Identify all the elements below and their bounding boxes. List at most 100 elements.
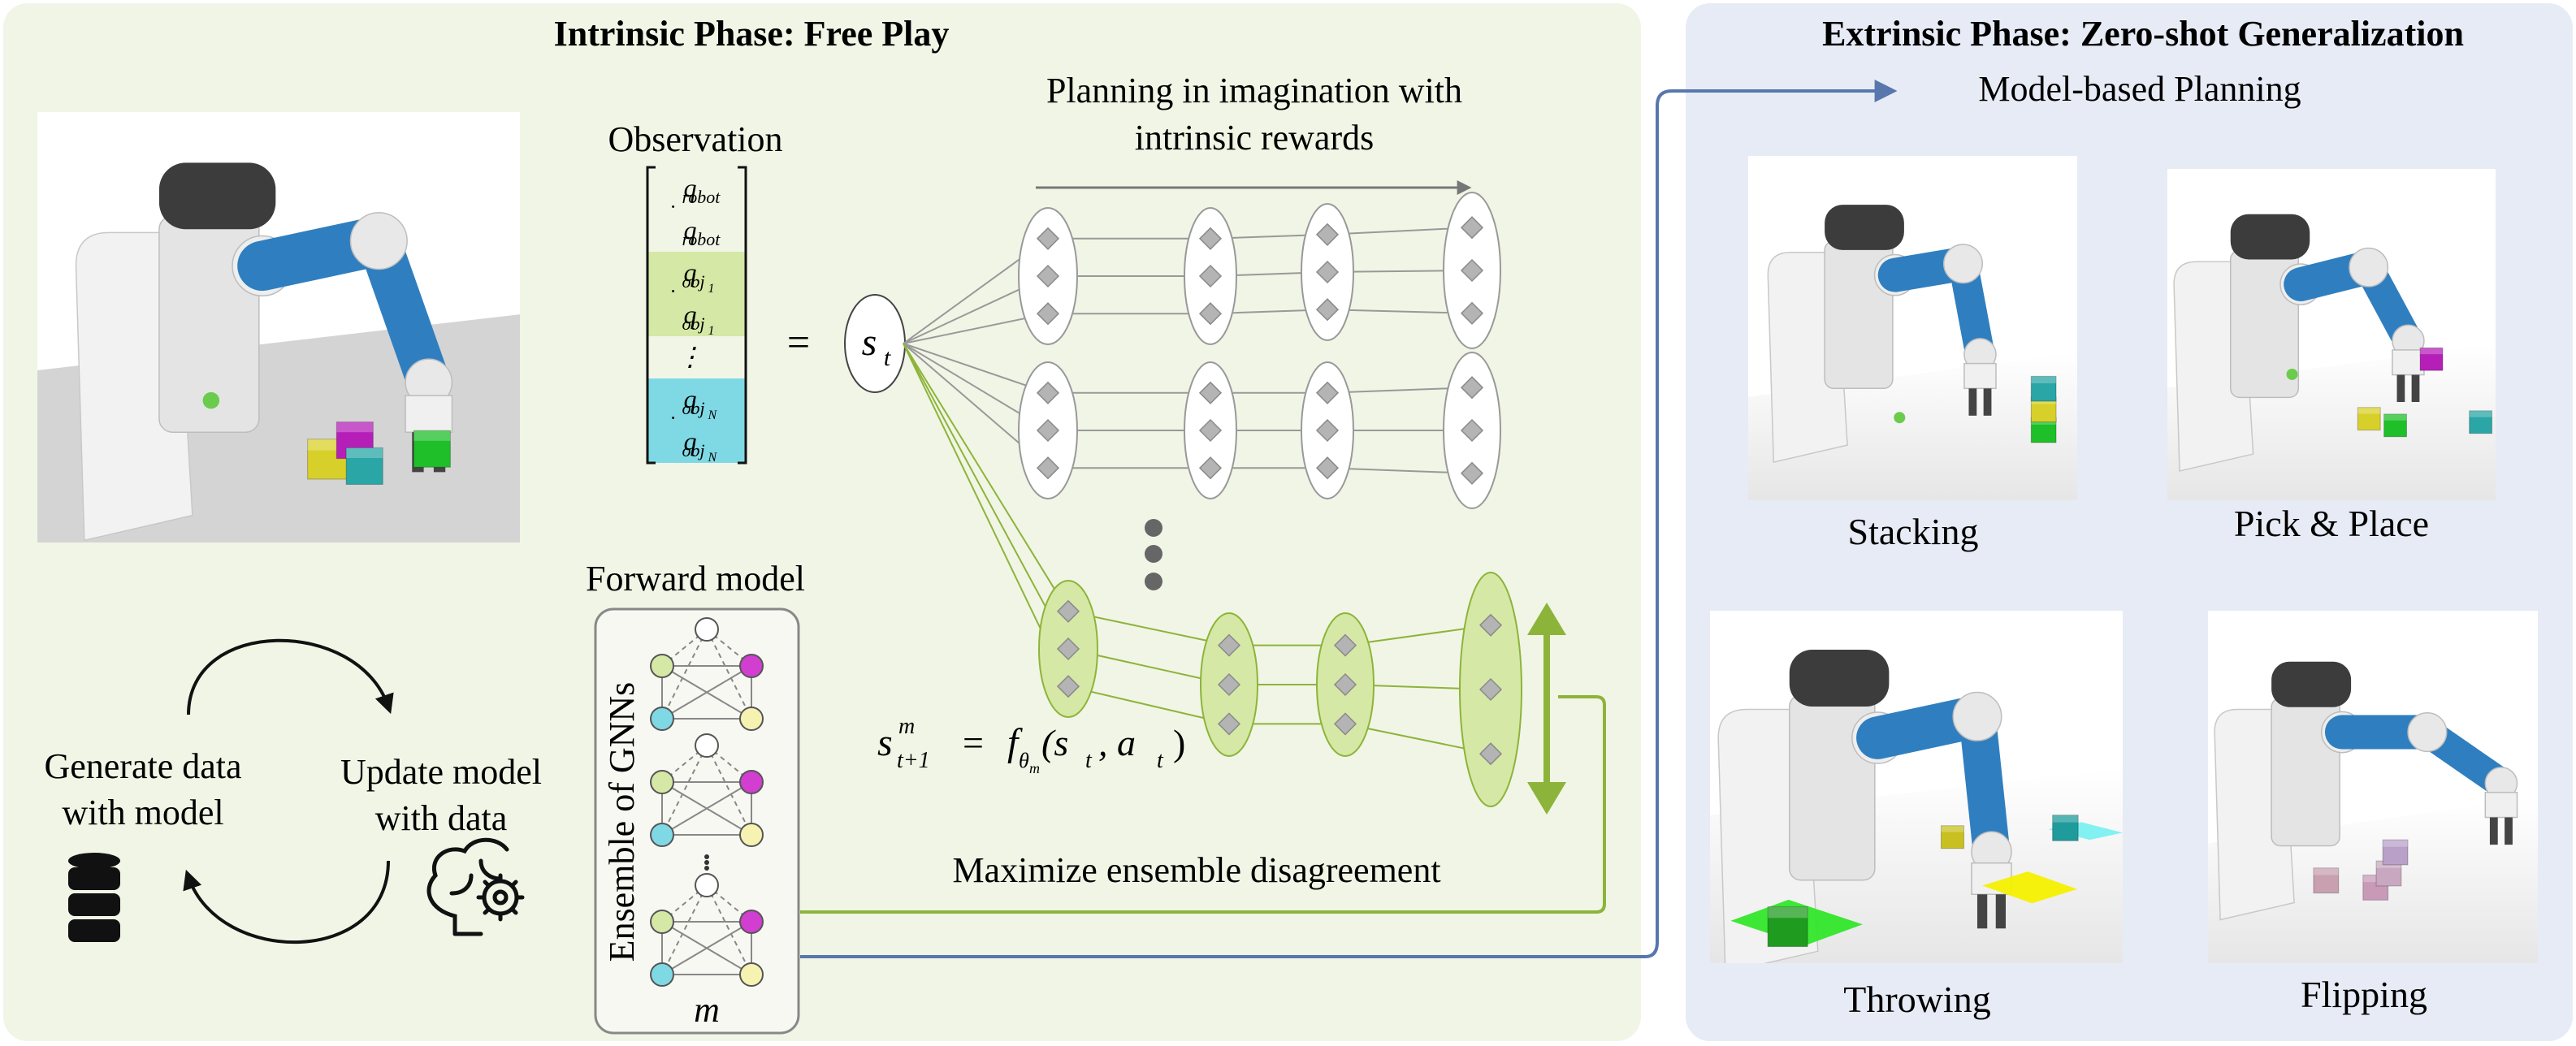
model-to-planning-connector [800, 80, 1898, 958]
tree-node [1315, 298, 1340, 322]
tree-node [1036, 418, 1060, 443]
model-based-planning-label: Model-based Planning [1978, 69, 2301, 109]
state-vector-entry: q [684, 215, 697, 244]
gnn-node [739, 770, 764, 794]
task-label: Throwing [1843, 979, 1990, 1020]
tree-node [1198, 264, 1223, 288]
tree-node [1056, 599, 1080, 623]
tree-node [1198, 381, 1223, 404]
ellipsis-dots [1145, 519, 1162, 590]
tree-node [1217, 672, 1241, 697]
gnn-node [650, 823, 674, 847]
planning-label-line1: Planning in imagination with [1046, 71, 1462, 110]
state-vector-entry: q [684, 257, 697, 287]
gnn-node [650, 910, 674, 934]
equation-term: t+1 [897, 748, 930, 773]
task-label: Flipping [2301, 974, 2427, 1015]
generate-data-line2: with model [62, 793, 223, 832]
gnn-node [650, 654, 674, 678]
observation-label: Observation [608, 119, 782, 159]
state-vector-entry: q [684, 384, 697, 413]
tree-node [1036, 381, 1060, 404]
state-vector-entry: ⋮ [678, 342, 704, 371]
state-vector-subscript: robot [682, 187, 721, 207]
state-vector-subscript: obj [682, 313, 705, 334]
tree-node [1478, 677, 1503, 702]
free-play-robot-scene [37, 112, 520, 542]
disagreement-arrow-icon [1527, 603, 1566, 815]
tree-node [1333, 633, 1357, 657]
disagreement-feedback-line [800, 695, 1606, 914]
equation-term: t [1157, 748, 1164, 773]
tree-node [1460, 216, 1484, 240]
tree-node [1460, 258, 1484, 283]
tree-node [1460, 301, 1484, 325]
equation-term: (s [1041, 722, 1068, 763]
tree-node [1198, 456, 1223, 480]
stacking-scene-image [1748, 156, 2077, 500]
task-label: Stacking [1848, 511, 1979, 552]
database-icon [68, 853, 120, 942]
throwing-scene-image [1710, 611, 2123, 963]
tree-node [1036, 456, 1060, 480]
generate-data-line1: Generate data [44, 746, 241, 786]
tree-node [1315, 223, 1340, 246]
gnn-node [695, 617, 719, 642]
state-vector-subscript: N [708, 408, 718, 422]
equation-term: m [898, 714, 915, 739]
tree-node [1036, 264, 1060, 288]
tree-node [1315, 381, 1340, 404]
svg-text:s: s [862, 321, 877, 364]
gnn-node [739, 910, 764, 934]
time-derivative-dot: ˙ [669, 201, 677, 227]
tree-node [1460, 418, 1484, 443]
extrinsic-title: Extrinsic Phase: Zero-shot Generalizatio… [1822, 14, 2464, 54]
tree-node [1333, 672, 1357, 697]
ensemble-label: Ensemble of GNNs [602, 682, 642, 962]
ensemble-count: m [694, 990, 720, 1030]
tree-node [1198, 302, 1223, 326]
pick-and-place-scene-image [2167, 169, 2496, 500]
svg-text:t: t [884, 344, 891, 371]
tree-node [1056, 675, 1080, 698]
tree-node [1217, 712, 1241, 736]
tree-node [1478, 613, 1503, 637]
free-play-scene-image [37, 112, 520, 542]
state-vector-subscript: obj [682, 398, 705, 418]
state-vector-subscript: obj [682, 271, 705, 292]
state-vector-subscript: N [708, 451, 718, 465]
tree-node [1460, 376, 1484, 400]
gnn-node [695, 873, 719, 897]
state-vector-entry: q [684, 300, 697, 329]
tree-node [1460, 461, 1484, 485]
flipping-scene-image [2208, 611, 2538, 963]
state-vector-entry: q [684, 426, 697, 456]
update-model-line2: with data [375, 798, 508, 838]
tree-node [1198, 227, 1223, 250]
planning-tree [903, 192, 1522, 807]
equation-term: t [1085, 748, 1093, 773]
equals-sign: = [787, 319, 810, 365]
gnn-node [739, 654, 764, 678]
planning-label-line2: intrinsic rewards [1135, 118, 1374, 158]
gnn-node [650, 770, 674, 794]
gnn-node [695, 733, 719, 758]
time-derivative-dot: ˙ [669, 413, 677, 438]
gnn-node [739, 823, 764, 847]
tree-node [1217, 633, 1241, 657]
state-vector-subscript: 1 [708, 324, 715, 338]
tree-node [1315, 456, 1340, 480]
intrinsic-title: Intrinsic Phase: Free Play [554, 14, 950, 54]
tree-node [1315, 418, 1340, 443]
tree-node [1478, 742, 1503, 766]
state-vector-subscript: obj [682, 440, 705, 460]
equation-term: , a [1098, 722, 1136, 763]
gnn-ensemble [650, 617, 764, 987]
forward-model-label: Forward model [586, 559, 805, 599]
equation-term: = [963, 722, 984, 763]
equation-term: θ [1019, 749, 1029, 772]
